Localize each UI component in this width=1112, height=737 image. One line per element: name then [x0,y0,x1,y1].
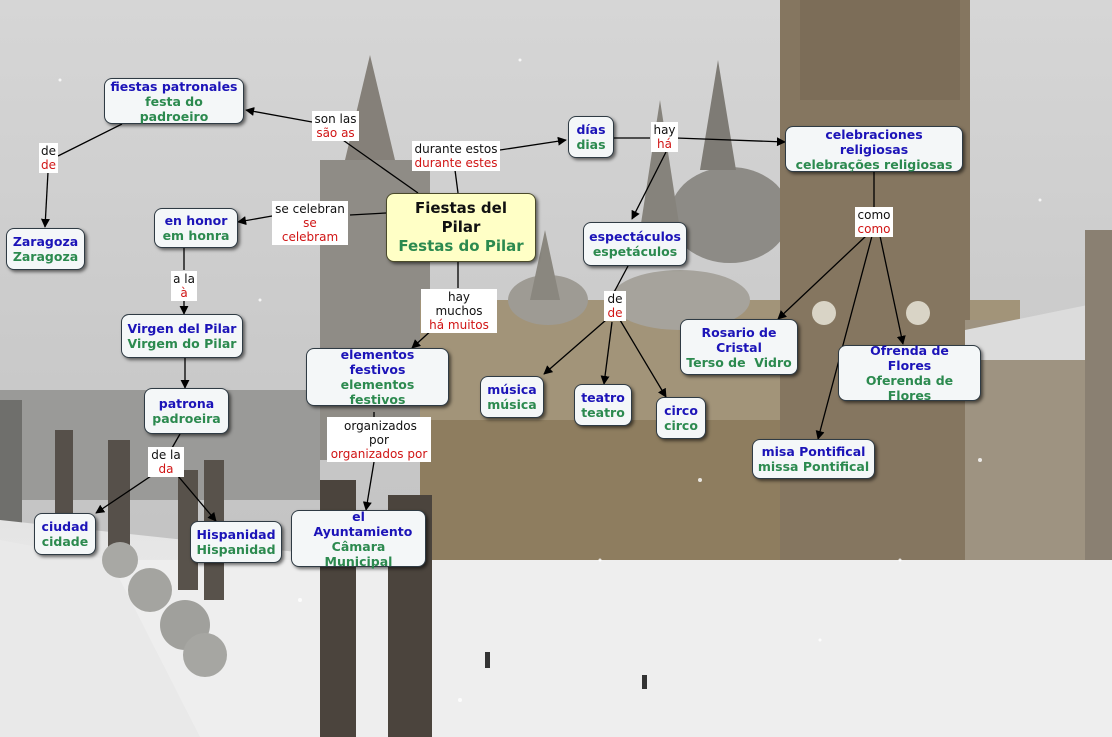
link-label-de-espectaculos: de de [604,291,626,321]
node-label-pt: Terso de Vidro [686,355,791,370]
node-label-pt: missa Pontifical [758,459,869,474]
node-label-es: Fiestas del Pilar [406,199,516,237]
node-label-pt: dias [576,137,605,152]
node-label-pt: teatro [581,405,625,420]
node-label-pt: circo [664,418,698,433]
node-label-pt: Hispanidad [196,542,275,557]
link-label-es: hay [653,123,676,137]
link-label-pt: há [653,137,676,151]
link-label-de: de de [39,143,58,173]
node-elementos-festivos[interactable]: elementos festivos elementos festivos [306,348,449,406]
node-label-es: Virgen del Pilar [128,321,237,336]
node-label-pt: Virgem do Pilar [128,336,237,351]
node-label-es: espectáculos [589,229,681,244]
node-label-pt: padroeira [152,411,220,426]
node-hispanidad[interactable]: Hispanidad Hispanidad [190,521,282,563]
node-rosario-de-cristal[interactable]: Rosario de Cristal Terso de Vidro [680,319,798,375]
node-label-es: circo [664,403,698,418]
node-label-es: misa Pontifical [762,444,866,459]
node-label-es: patrona [159,396,214,411]
node-ciudad[interactable]: ciudad cidade [34,513,96,555]
link-label-durante: durante estos durante estes [412,141,500,171]
main-concept-node[interactable]: Fiestas del Pilar Festas do Pilar [386,193,536,262]
node-label-pt: Zaragoza [13,249,78,264]
link-label-es: hay muchos [423,290,495,318]
node-label-es: días [576,122,605,137]
node-label-pt: Festas do Pilar [398,237,523,256]
node-label-pt: celebrações religiosas [796,157,953,172]
link-label-a-la: a la à [171,271,197,301]
link-label-pt: à [173,286,195,300]
node-label-pt: elementos festivos [311,377,444,407]
node-label-es: en honor [165,213,228,228]
link-label-pt: da [150,462,182,476]
link-label-es: organizados por [344,419,414,447]
node-misa-pontifical[interactable]: misa Pontifical missa Pontifical [752,439,875,479]
link-label-es: de [41,144,56,158]
node-label-es: música [487,382,537,397]
link-label-se-celebran: se celebran se celebram [272,201,348,245]
node-label-pt: espetáculos [593,244,677,259]
link-label-es: durante estos [414,142,498,156]
node-dias[interactable]: días dias [568,116,614,158]
node-label-es: ciudad [42,519,89,534]
node-label-es: teatro [581,390,625,405]
node-label-es: elementos festivos [338,347,418,377]
link-label-es: se celebran [274,202,346,216]
node-fiestas-patronales[interactable]: fiestas patronales festa do padroeiro [104,78,244,124]
node-label-es: Hispanidad [196,527,275,542]
node-circo[interactable]: circo circo [656,397,706,439]
link-label-pt: de [41,158,56,172]
node-label-pt: cidade [42,534,89,549]
link-label-es: como [857,208,891,222]
link-label-pt: há muitos [423,318,495,332]
link-label-de-la: de la da [148,447,184,477]
node-celebraciones-religiosas[interactable]: celebraciones religiosas celebrações rel… [785,126,963,172]
node-label-pt: Oferenda de Flores [843,373,976,403]
node-label-es: el Ayuntamiento [314,509,404,539]
link-label-pt: durante estes [414,156,498,170]
link-label-es: de [606,292,624,306]
node-espectaculos[interactable]: espectáculos espetáculos [583,222,687,266]
node-label-es: Ofrenda de Flores [868,343,952,373]
node-label-es: fiestas patronales [110,79,237,94]
node-label-pt: Câmara Municipal [296,539,421,569]
node-zaragoza[interactable]: Zaragoza Zaragoza [6,228,85,270]
node-label-es: Zaragoza [13,234,78,249]
node-label-pt: em honra [163,228,230,243]
node-label-es: celebraciones religiosas [790,127,958,157]
node-ofrenda-de-flores[interactable]: Ofrenda de Flores Oferenda de Flores [838,345,981,401]
link-label-pt: organizados por [329,447,429,461]
node-en-honor[interactable]: en honor em honra [154,208,238,248]
link-label-es: son las [314,112,357,126]
link-label-es: a la [173,272,195,286]
node-label-pt: festa do padroeiro [109,94,239,124]
link-label-pt: são as [314,126,357,140]
link-label-organizados: organizados por organizados por [327,417,431,462]
link-label-como: como como [855,207,893,237]
node-label-pt: música [487,397,537,412]
node-patrona[interactable]: patrona padroeira [144,388,229,434]
link-label-pt: como [857,222,891,236]
node-ayuntamiento[interactable]: el Ayuntamiento Câmara Municipal [291,510,426,567]
node-virgen-del-pilar[interactable]: Virgen del Pilar Virgem do Pilar [121,314,243,358]
link-label-es: de la [150,448,182,462]
link-label-hay: hay há [651,122,678,152]
node-musica[interactable]: música música [480,376,544,418]
node-label-es: Rosario de Cristal [697,325,781,355]
link-label-son-las: son las são as [312,111,359,141]
link-label-hay-muchos: hay muchos há muitos [421,289,497,333]
node-teatro[interactable]: teatro teatro [574,384,632,426]
link-label-pt: de [606,306,624,320]
link-label-pt: se celebram [274,216,346,244]
